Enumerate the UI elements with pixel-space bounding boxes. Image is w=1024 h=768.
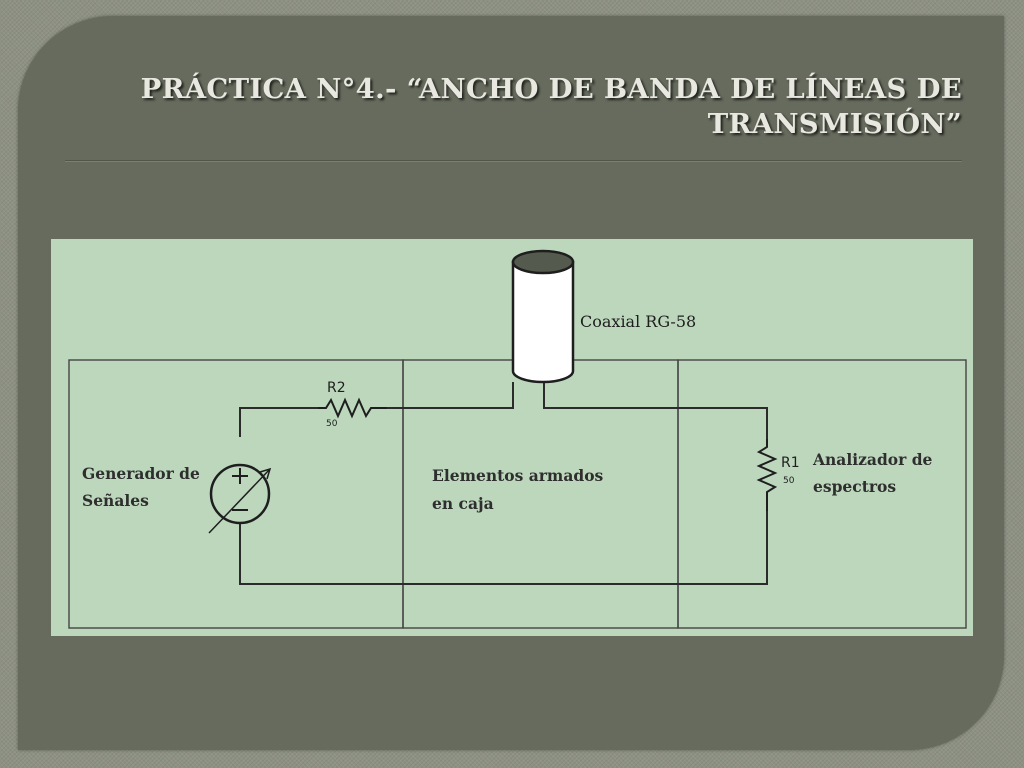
- arrowhead-icon: [259, 467, 272, 480]
- analyzer-label-line2: espectros: [813, 477, 896, 496]
- wire-return: [239, 511, 768, 585]
- wire-r2-to-coax: [387, 382, 514, 409]
- coaxial-cable-label: Coaxial RG-58: [580, 312, 696, 331]
- r1-value-label: 50: [783, 476, 795, 486]
- enclosure-label-line1: Elementos armados: [432, 466, 604, 485]
- generator-label-line2: Señales: [82, 491, 149, 510]
- coaxial-cable-top: [511, 249, 575, 275]
- coaxial-cable-body: [511, 260, 575, 384]
- slide-title-line2: TRANSMISIÓN”: [707, 108, 962, 140]
- r2-ref-label: R2: [327, 380, 346, 396]
- signal-source-icon: [209, 463, 271, 525]
- wire-source-to-r2: [239, 407, 318, 437]
- resistor-r1: [756, 439, 778, 511]
- enclosure-label-line2: en caja: [432, 494, 494, 513]
- source-plus-sign: [232, 468, 248, 484]
- slide-title: PRÁCTICA N°4.- “ANCHO DE BANDA DE LÍNEAS…: [62, 72, 962, 142]
- circuit-diagram-panel: R2 50 R1 50 Coaxial RG-58 Generador de S…: [51, 239, 973, 636]
- wire-coax-to-r1: [543, 382, 768, 439]
- resistor-r2: [318, 397, 387, 419]
- r1-ref-label: R1: [781, 455, 800, 471]
- r2-value-label: 50: [326, 419, 338, 429]
- variable-arrow-icon: [208, 468, 271, 534]
- slide-title-line1: PRÁCTICA N°4.- “ANCHO DE BANDA DE LÍNEAS…: [140, 73, 962, 105]
- analyzer-label-line1: Analizador de: [812, 450, 933, 469]
- generator-label-line1: Generador de: [82, 464, 200, 483]
- analyzer-block: [677, 359, 967, 629]
- title-divider: [65, 160, 962, 162]
- circuit-diagram: R2 50 R1 50 Coaxial RG-58 Generador de S…: [68, 249, 967, 629]
